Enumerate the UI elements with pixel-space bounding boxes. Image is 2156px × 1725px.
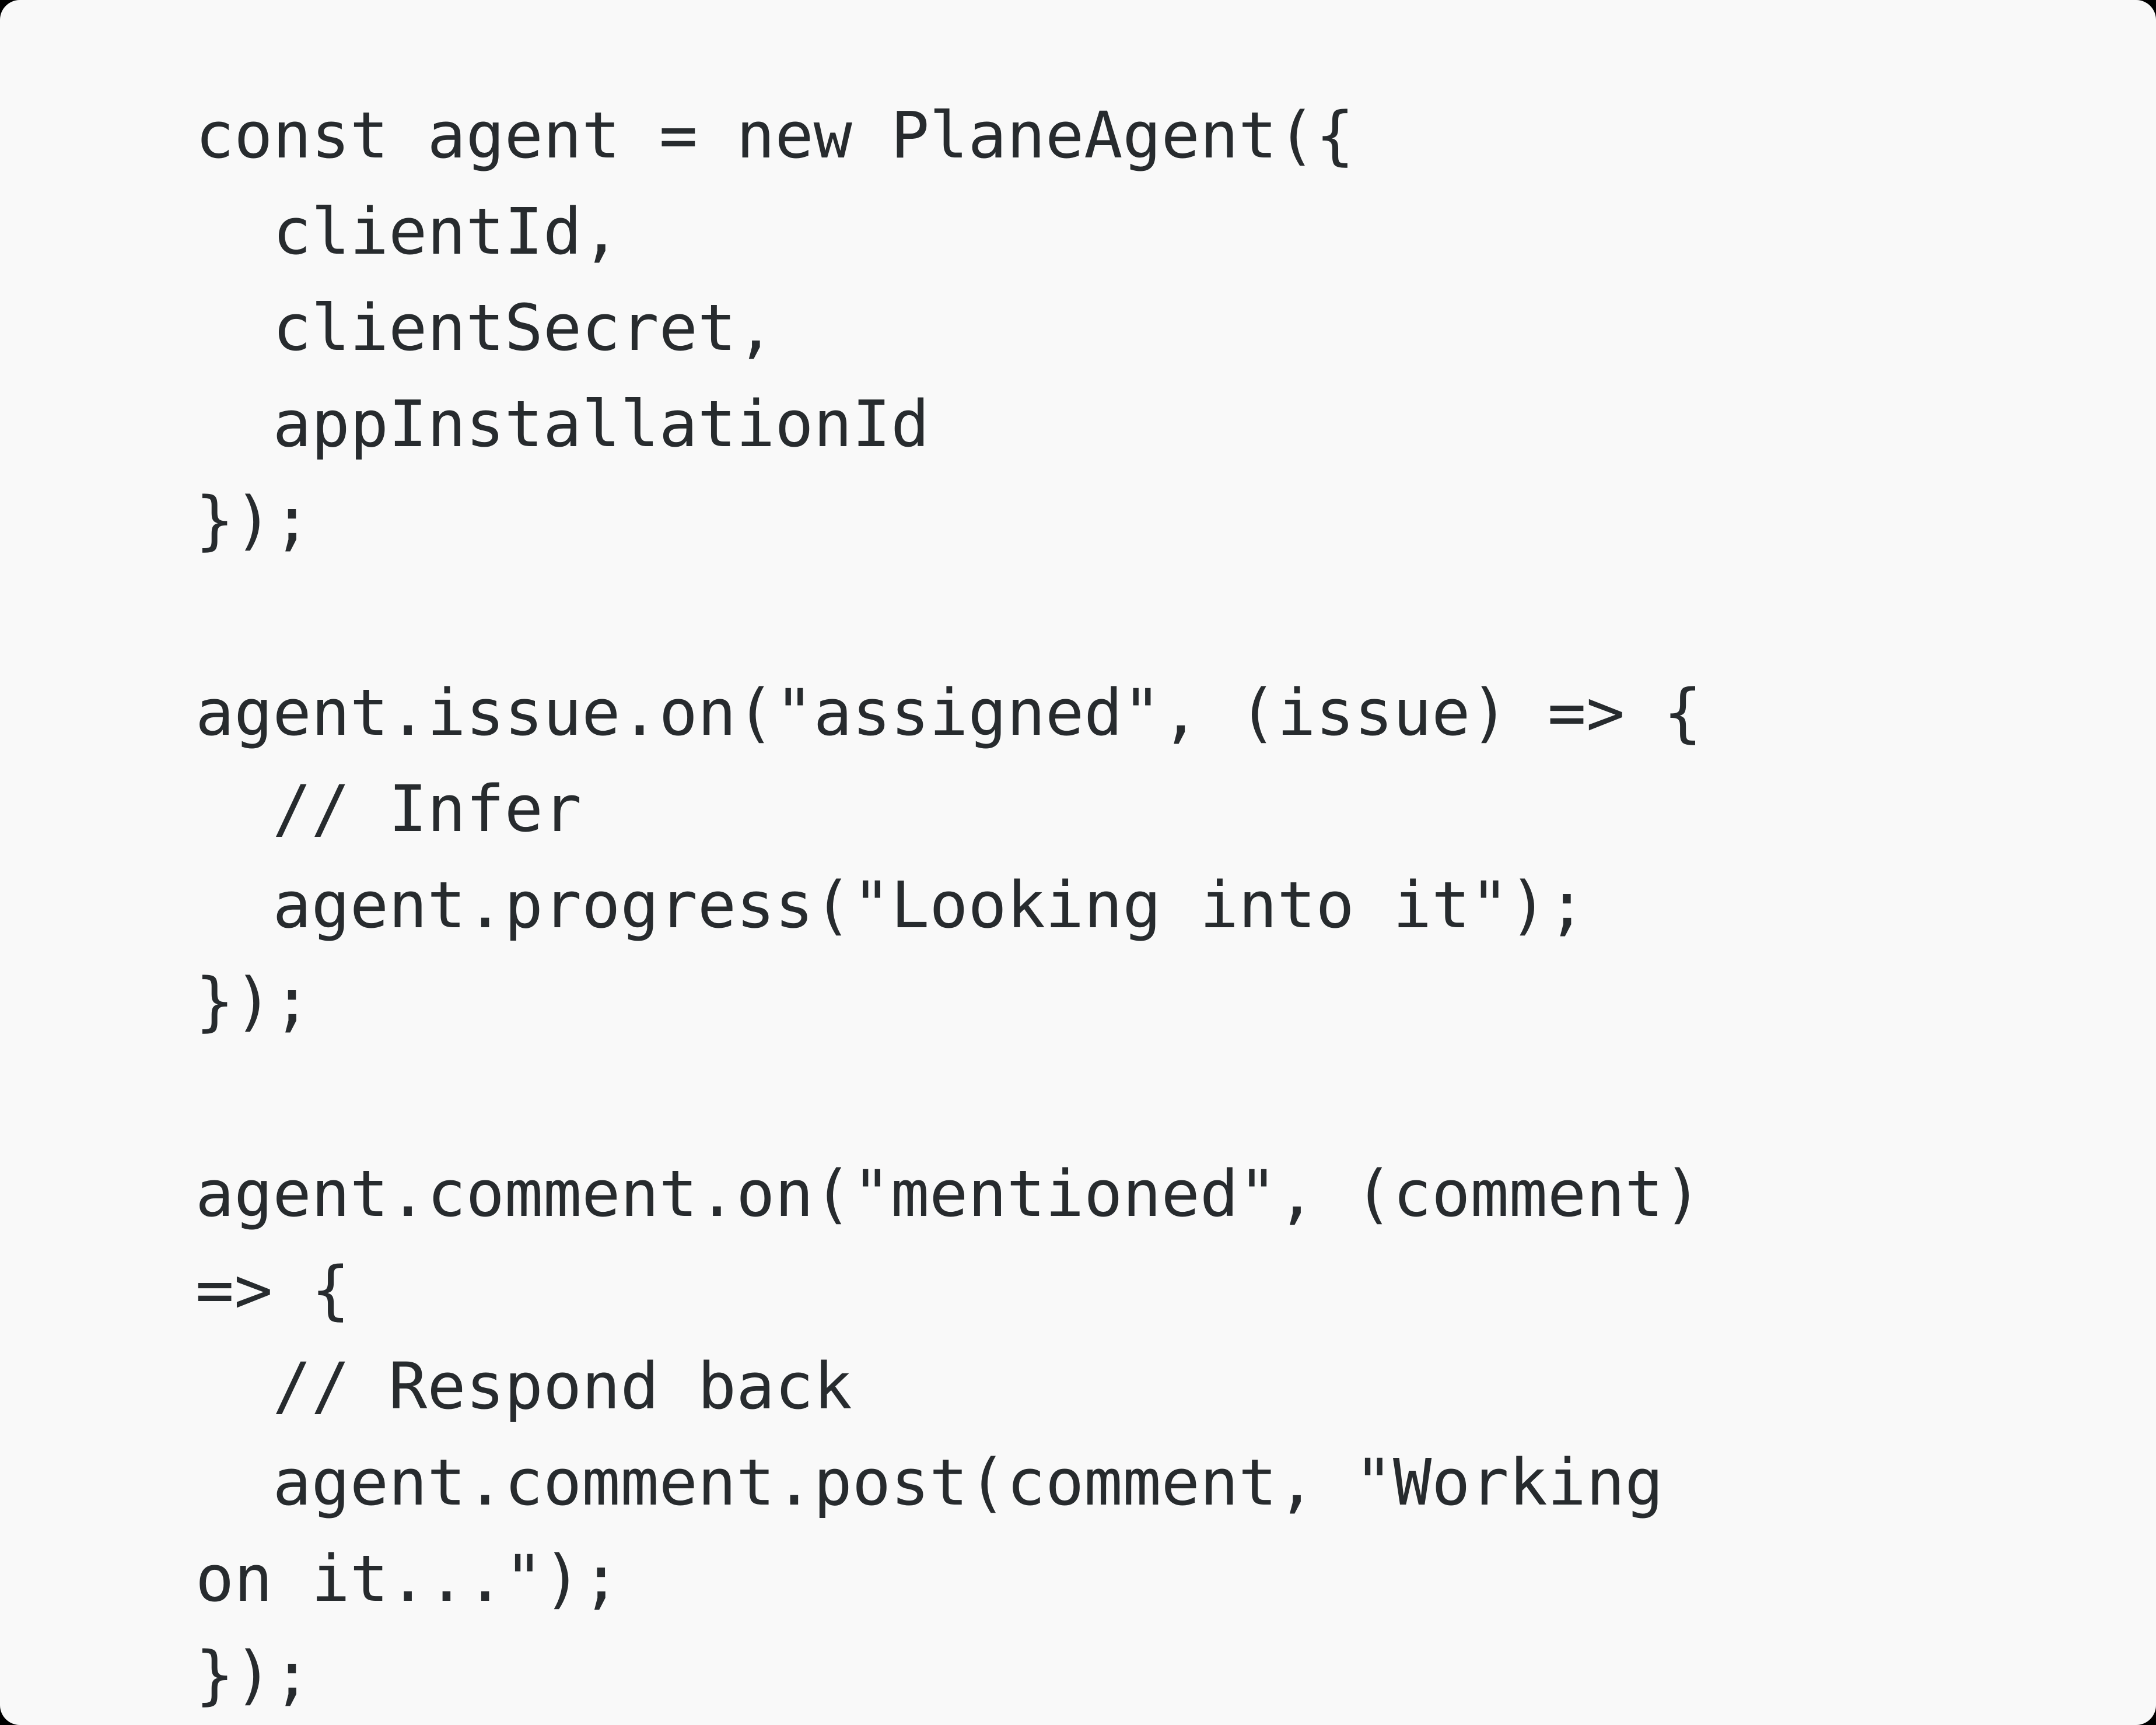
code-block[interactable]: const agent = new PlaneAgent({ clientId,… [195,87,1770,1723]
code-line: const agent = new PlaneAgent({ [195,98,1354,173]
code-line: clientId, [195,194,621,269]
code-line: // Infer [195,772,582,846]
code-line: // Respond back [195,1349,852,1424]
code-line: appInstallationId [195,387,930,461]
code-line: }); [195,1638,312,1712]
code-blank-line [195,569,1770,665]
code-blank-line [195,1050,1770,1146]
code-line: }); [195,483,312,558]
code-line: }); [195,964,312,1039]
code-line: agent.comment.on("mentioned", (comment) … [195,1156,1741,1327]
code-line: agent.comment.post(comment, "Working on … [195,1445,1702,1616]
code-line: agent.progress("Looking into it"); [195,868,1587,942]
code-line: clientSecret, [195,290,775,365]
code-line: agent.issue.on("assigned", (issue) => { [195,675,1702,750]
